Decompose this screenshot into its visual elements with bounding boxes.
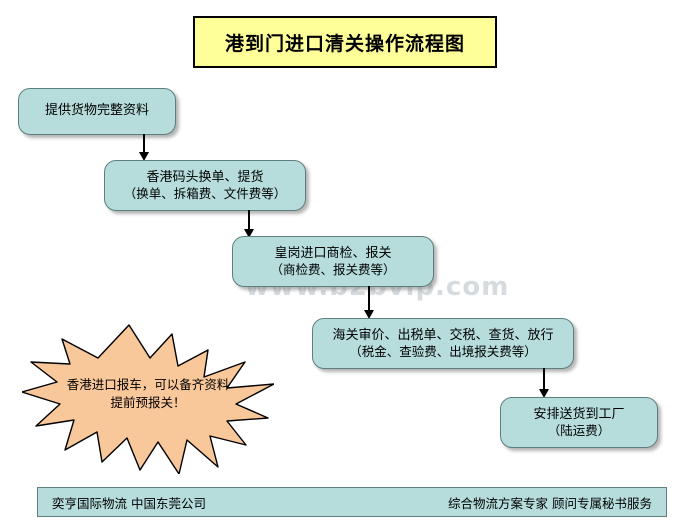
flow-node-line2: （陆运费） (547, 422, 611, 438)
flow-node-provide-documents: 提供货物完整资料 (18, 88, 176, 135)
flow-node-hk-terminal: 香港码头换单、提货 （换单、拆箱费、文件费等） (104, 160, 306, 211)
flow-node-delivery-to-factory: 安排送货到工厂 （陆运费） (500, 397, 658, 448)
flow-node-line2: （换单、拆箱费、文件费等） (123, 185, 287, 201)
arrowhead-down-icon (539, 389, 549, 398)
callout-starburst: 香港进口报车，可以备齐资料 提前预报关！ (22, 322, 274, 474)
page-title: 港到门进口清关操作流程图 (224, 32, 465, 55)
flow-node-customs-valuation: 海关审价、出税单、交税、查货、放行 （税金、查验费、出境报关费等） (312, 318, 574, 369)
arrowhead-down-icon (364, 310, 374, 319)
connector-stem (248, 210, 250, 229)
connector-stem (368, 286, 370, 310)
footer-slogan: 综合物流方案专家 顾问专属秘书服务 (448, 495, 652, 511)
connector-stem (143, 134, 145, 152)
flow-node-line2: （税金、查验费、出境报关费等） (349, 343, 537, 359)
flow-node-huanggang-inspection: 皇岗进口商检、报关 （商检费、报关费等） (232, 236, 434, 287)
arrowhead-down-icon (244, 229, 254, 238)
starburst-shape-icon (22, 324, 274, 474)
flow-node-line1: 提供货物完整资料 (44, 103, 149, 119)
chart-title-box: 港到门进口清关操作流程图 (193, 16, 497, 68)
flow-node-line2: （商检费、报关费等） (270, 261, 396, 277)
flow-node-line1: 香港码头换单、提货 (146, 169, 264, 185)
arrowhead-down-icon (139, 152, 149, 161)
flow-node-line1: 安排送货到工厂 (533, 406, 625, 422)
connector-stem (543, 368, 545, 389)
flow-node-line1: 海关审价、出税单、交税、查货、放行 (332, 327, 554, 343)
footer-bar: 奕亨国际物流 中国东莞公司 综合物流方案专家 顾问专属秘书服务 (37, 487, 667, 517)
flow-node-line1: 皇岗进口商检、报关 (274, 245, 392, 261)
footer-company-name: 奕亨国际物流 中国东莞公司 (52, 495, 206, 511)
